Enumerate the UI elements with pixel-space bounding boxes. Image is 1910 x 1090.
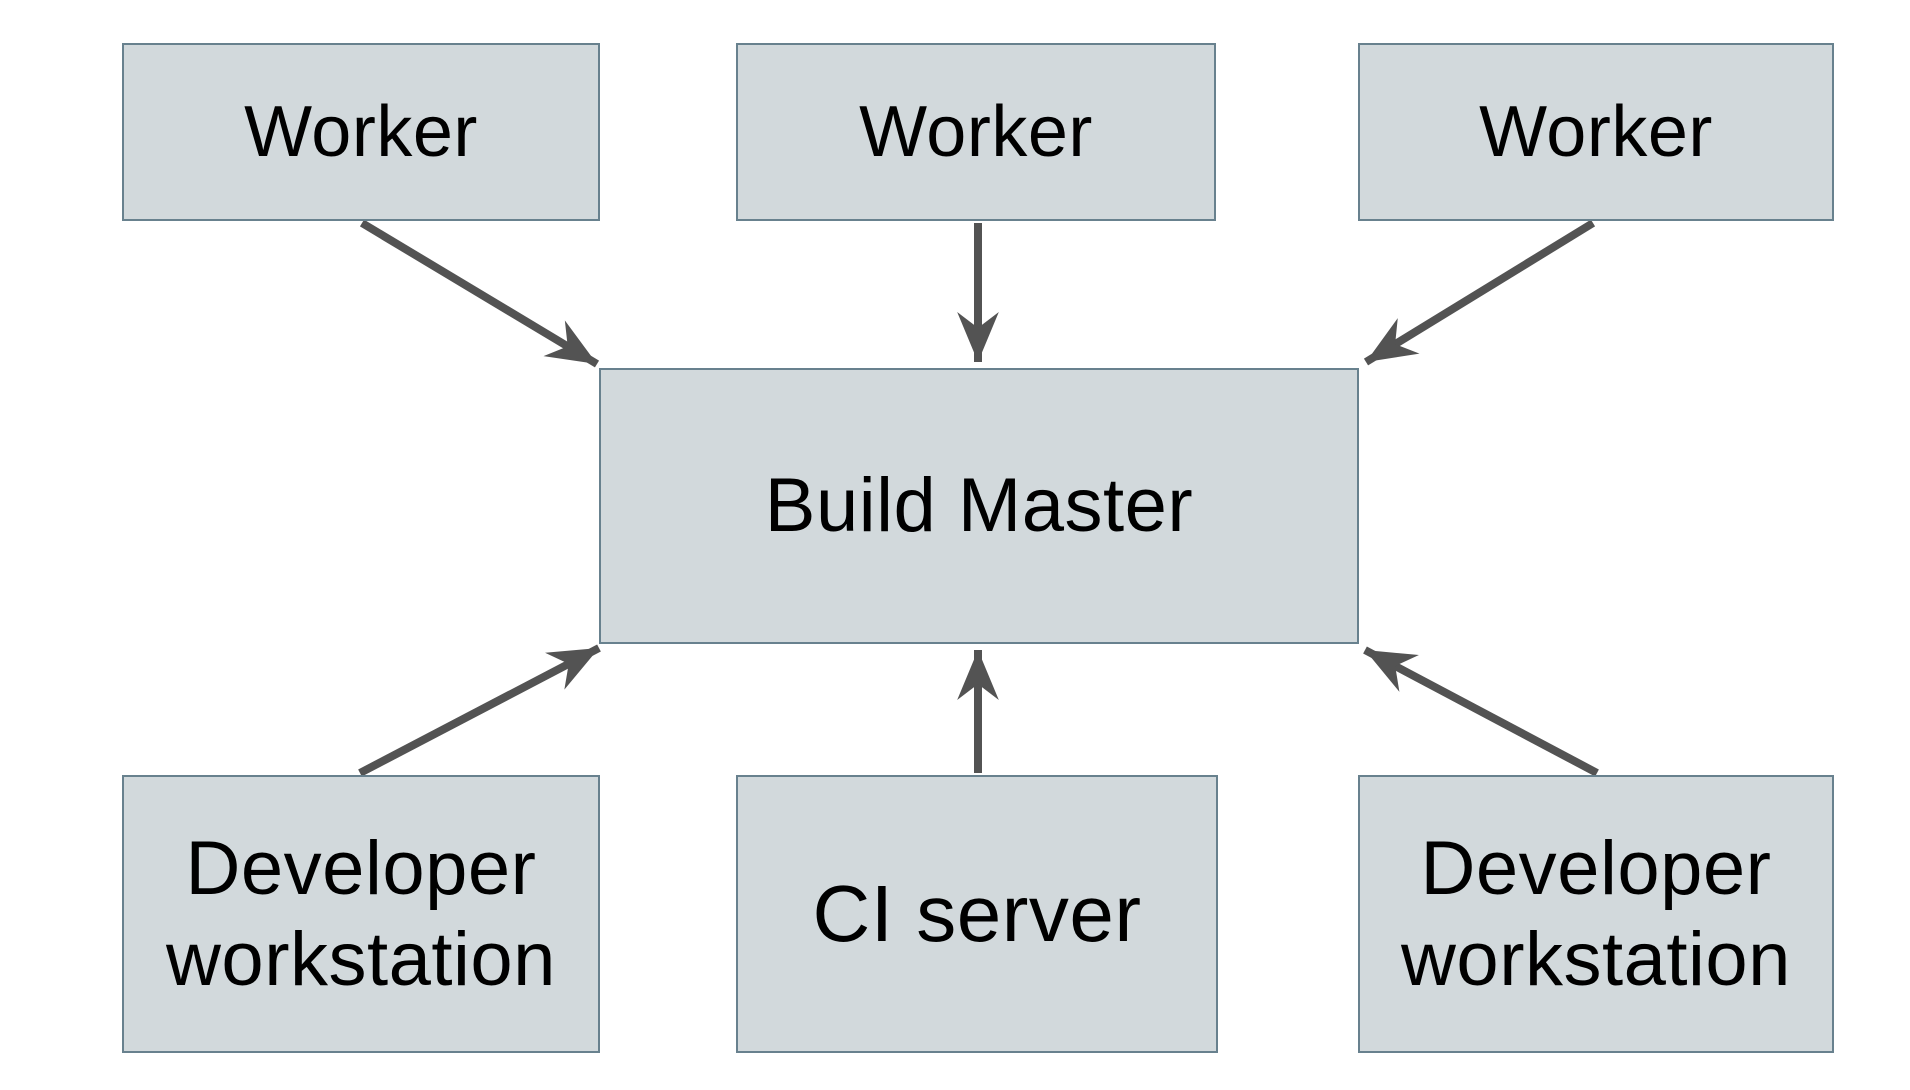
node-worker-3: Worker	[1358, 43, 1834, 221]
node-worker-1: Worker	[122, 43, 600, 221]
node-build-master: Build Master	[599, 368, 1359, 644]
node-developer-workstation-right-label: Developer workstation	[1401, 825, 1791, 1002]
edge-worker-3-to-build-master	[1363, 219, 1596, 366]
edge-developer-workstation-left-to-build-master	[358, 644, 601, 777]
node-ci-server: CI server	[736, 775, 1218, 1053]
node-worker-2-label: Worker	[859, 91, 1093, 172]
edge-worker-1-to-build-master	[359, 219, 600, 368]
node-developer-workstation-right: Developer workstation	[1358, 775, 1834, 1053]
node-build-master-label: Build Master	[764, 463, 1194, 549]
node-worker-3-label: Worker	[1479, 91, 1713, 172]
node-worker-1-label: Worker	[244, 91, 478, 172]
edge-developer-workstation-right-to-build-master	[1363, 646, 1599, 777]
node-ci-server-label: CI server	[812, 869, 1142, 958]
node-developer-workstation-left: Developer workstation	[122, 775, 600, 1053]
node-worker-2: Worker	[736, 43, 1216, 221]
node-developer-workstation-left-label: Developer workstation	[166, 825, 556, 1002]
